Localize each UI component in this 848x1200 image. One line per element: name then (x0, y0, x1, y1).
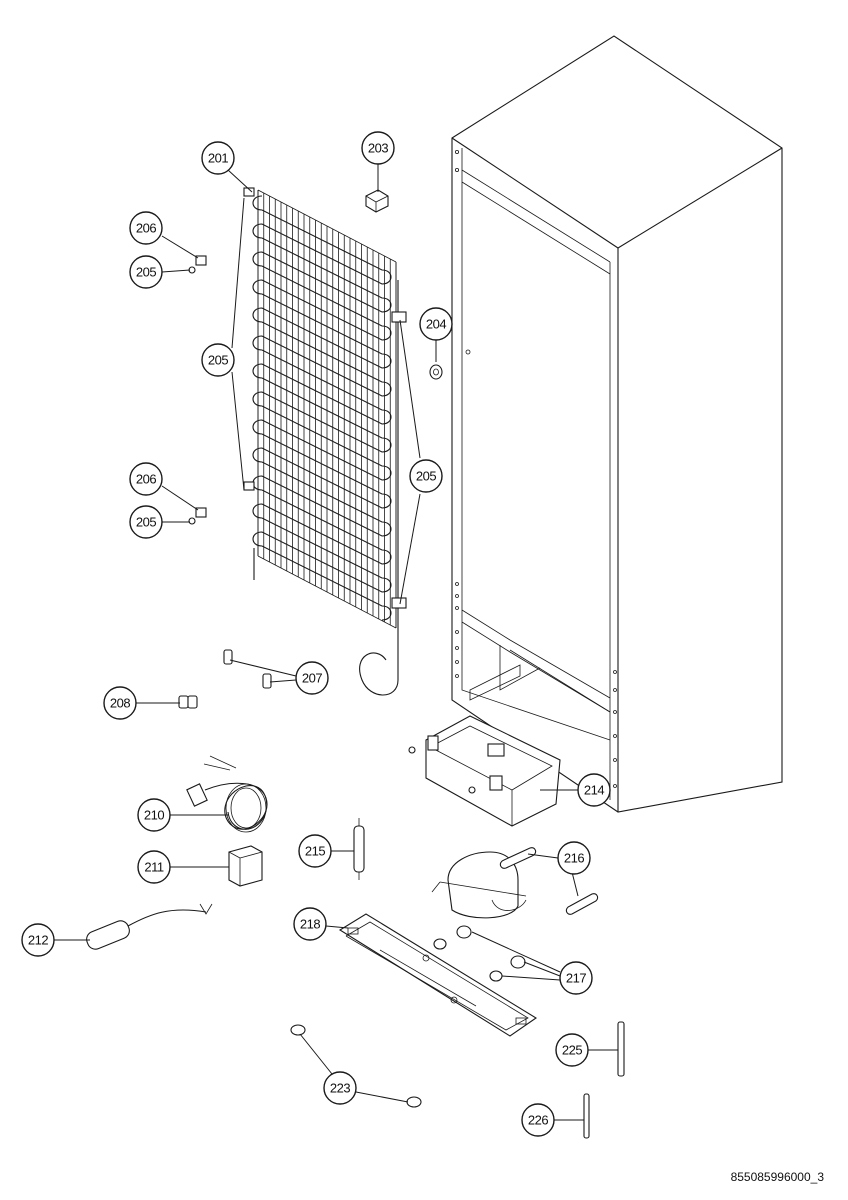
rod-226 (583, 1093, 590, 1139)
callout-205-bottom: 205 (129, 505, 163, 539)
callout-205-left: 205 (201, 343, 235, 377)
callout-207: 207 (295, 661, 329, 695)
cabinet (451, 35, 783, 813)
callout-210: 210 (137, 798, 171, 832)
svg-text:203: 203 (368, 141, 388, 156)
svg-text:208: 208 (110, 696, 130, 711)
screw-205-bottom (188, 517, 196, 525)
callout-208: 208 (103, 686, 137, 720)
svg-text:206: 206 (136, 472, 156, 487)
grommets-217 (433, 925, 526, 982)
callout-212: 212 (21, 923, 55, 957)
drip-tray-214 (408, 715, 561, 827)
svg-text:206: 206 (136, 221, 156, 236)
leader-lines (54, 164, 618, 1121)
feet-223 (290, 1024, 422, 1108)
callout-218: 218 (293, 907, 327, 941)
svg-text:215: 215 (305, 844, 325, 859)
clips-216 (499, 847, 599, 915)
drawing-code: 855085996000_3 (730, 1170, 824, 1184)
svg-text:216: 216 (564, 851, 584, 866)
spacers-207 (223, 649, 272, 689)
svg-text:225: 225 (562, 1043, 582, 1058)
spacer-pair-208 (178, 695, 198, 709)
callout-201: 201 (201, 141, 235, 175)
drain-bracket-203 (365, 189, 389, 213)
svg-text:223: 223 (330, 1081, 350, 1096)
callout-205-right: 205 (409, 459, 443, 493)
svg-text:205: 205 (136, 265, 156, 280)
svg-text:210: 210 (144, 808, 164, 823)
callout-226: 226 (521, 1103, 555, 1137)
callout-214: 214 (577, 773, 611, 807)
relay-box-211 (228, 845, 263, 887)
callout-223: 223 (323, 1071, 357, 1105)
clip-206-bottom (195, 507, 207, 518)
callout-211: 211 (137, 850, 171, 884)
callout-205-top: 205 (129, 255, 163, 289)
callout-225: 225 (555, 1033, 589, 1067)
callout-217: 217 (559, 961, 593, 995)
power-cord-210 (186, 755, 268, 833)
callout-215: 215 (298, 834, 332, 868)
svg-text:205: 205 (136, 515, 156, 530)
svg-text:217: 217 (566, 971, 586, 986)
svg-text:226: 226 (528, 1113, 548, 1128)
svg-text:204: 204 (426, 317, 446, 332)
callout-216: 216 (557, 841, 591, 875)
svg-text:207: 207 (302, 671, 322, 686)
grommet-204 (429, 364, 443, 380)
svg-text:201: 201 (208, 151, 228, 166)
svg-text:205: 205 (208, 353, 228, 368)
clip-206-top (195, 255, 207, 266)
condenser-coil (243, 187, 407, 696)
svg-text:218: 218 (300, 917, 320, 932)
compressor (431, 851, 527, 919)
svg-text:205: 205 (416, 469, 436, 484)
svg-text:212: 212 (28, 933, 48, 948)
callout-204: 204 (419, 307, 453, 341)
svg-text:211: 211 (144, 860, 163, 875)
capacitor-212 (86, 903, 213, 950)
filter-dryer-215 (353, 818, 365, 880)
rod-225 (617, 1021, 625, 1077)
base-plate-218 (338, 913, 538, 1037)
callout-203: 203 (361, 131, 395, 165)
callout-206-top: 206 (129, 211, 163, 245)
callout-206-bottom: 206 (129, 462, 163, 496)
svg-text:214: 214 (584, 783, 604, 798)
